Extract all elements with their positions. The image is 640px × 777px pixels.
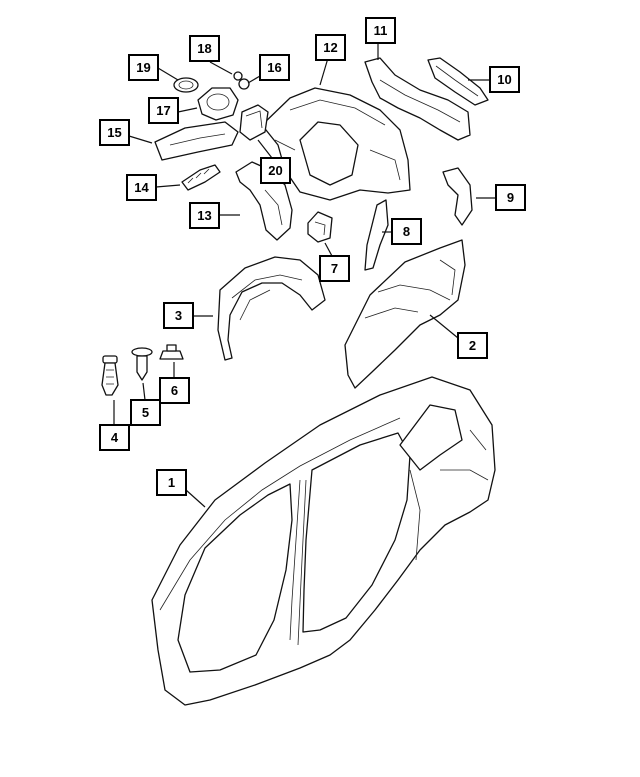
part-3-wheelhouse-liner (217, 256, 326, 361)
callout-17: 17 (148, 97, 179, 124)
callout-7: 7 (319, 255, 350, 282)
callout-10-label: 10 (497, 72, 511, 87)
part-18-clip (233, 71, 243, 81)
callout-19: 19 (128, 54, 159, 81)
part-7-bracket (307, 211, 333, 243)
callout-18: 18 (189, 35, 220, 62)
part-20-fuel-door (239, 104, 269, 141)
part-15-bracket (154, 121, 239, 161)
callout-6: 6 (159, 377, 190, 404)
leader-14 (155, 184, 181, 188)
callout-1-label: 1 (168, 475, 175, 490)
leader-2 (429, 314, 459, 339)
leader-15 (128, 135, 153, 144)
callout-10: 10 (489, 66, 520, 93)
callout-3-label: 3 (175, 308, 182, 323)
leader-20 (257, 139, 273, 159)
callout-13-label: 13 (197, 208, 211, 223)
callout-3: 3 (163, 302, 194, 329)
leader-17 (177, 107, 198, 113)
leader-lines (113, 43, 496, 508)
callout-12-label: 12 (323, 40, 337, 55)
callout-14: 14 (126, 174, 157, 201)
part-6-clip-nut (159, 344, 184, 360)
callout-6-label: 6 (171, 383, 178, 398)
callout-15: 15 (99, 119, 130, 146)
callout-9: 9 (495, 184, 526, 211)
callout-15-label: 15 (107, 125, 121, 140)
callout-9-label: 9 (507, 190, 514, 205)
callout-17-label: 17 (156, 103, 170, 118)
part-1-body-side-aperture (151, 376, 496, 706)
callout-1: 1 (156, 469, 187, 496)
part-19-seal-ring (173, 77, 199, 93)
leader-5 (142, 382, 146, 401)
part-17-fuel-filler-housing (197, 87, 239, 121)
callout-5: 5 (130, 399, 161, 426)
part-10-rail-extension (427, 57, 489, 106)
part-11-quarter-inner-upper (364, 57, 471, 141)
callout-8: 8 (391, 218, 422, 245)
part-8-reinforcement (364, 199, 389, 271)
callout-2-label: 2 (469, 338, 476, 353)
leader-19 (157, 67, 179, 81)
callout-12: 12 (315, 34, 346, 61)
callout-4-label: 4 (111, 430, 119, 445)
callout-14-label: 14 (134, 180, 149, 195)
part-4-push-pin (101, 355, 119, 396)
callout-11: 11 (365, 17, 396, 44)
part-16-fuel-door-hinge (238, 78, 250, 90)
callout-2: 2 (457, 332, 488, 359)
callout-16: 16 (259, 54, 290, 81)
callout-20: 20 (260, 157, 291, 184)
callout-16-label: 16 (267, 60, 281, 75)
leader-18 (209, 61, 233, 75)
callout-11-label: 11 (374, 23, 388, 38)
part-2-wheelhouse-inner (344, 239, 466, 389)
callout-4: 4 (99, 424, 130, 451)
part-5-push-pin (131, 347, 153, 381)
callout-20-label: 20 (268, 163, 282, 178)
callout-19-label: 19 (136, 60, 150, 75)
part-12-quarter-inner-panel (261, 87, 411, 201)
callout-8-label: 8 (403, 224, 410, 239)
part-14-sealer (181, 164, 221, 191)
callout-13: 13 (189, 202, 220, 229)
callout-18-label: 18 (197, 41, 211, 56)
leader-16 (247, 75, 261, 84)
part-9-bracket (442, 167, 473, 226)
leader-1 (185, 489, 206, 508)
callout-7-label: 7 (331, 261, 338, 276)
leader-7 (324, 242, 333, 257)
leader-12 (319, 57, 329, 86)
callout-5-label: 5 (142, 405, 149, 420)
